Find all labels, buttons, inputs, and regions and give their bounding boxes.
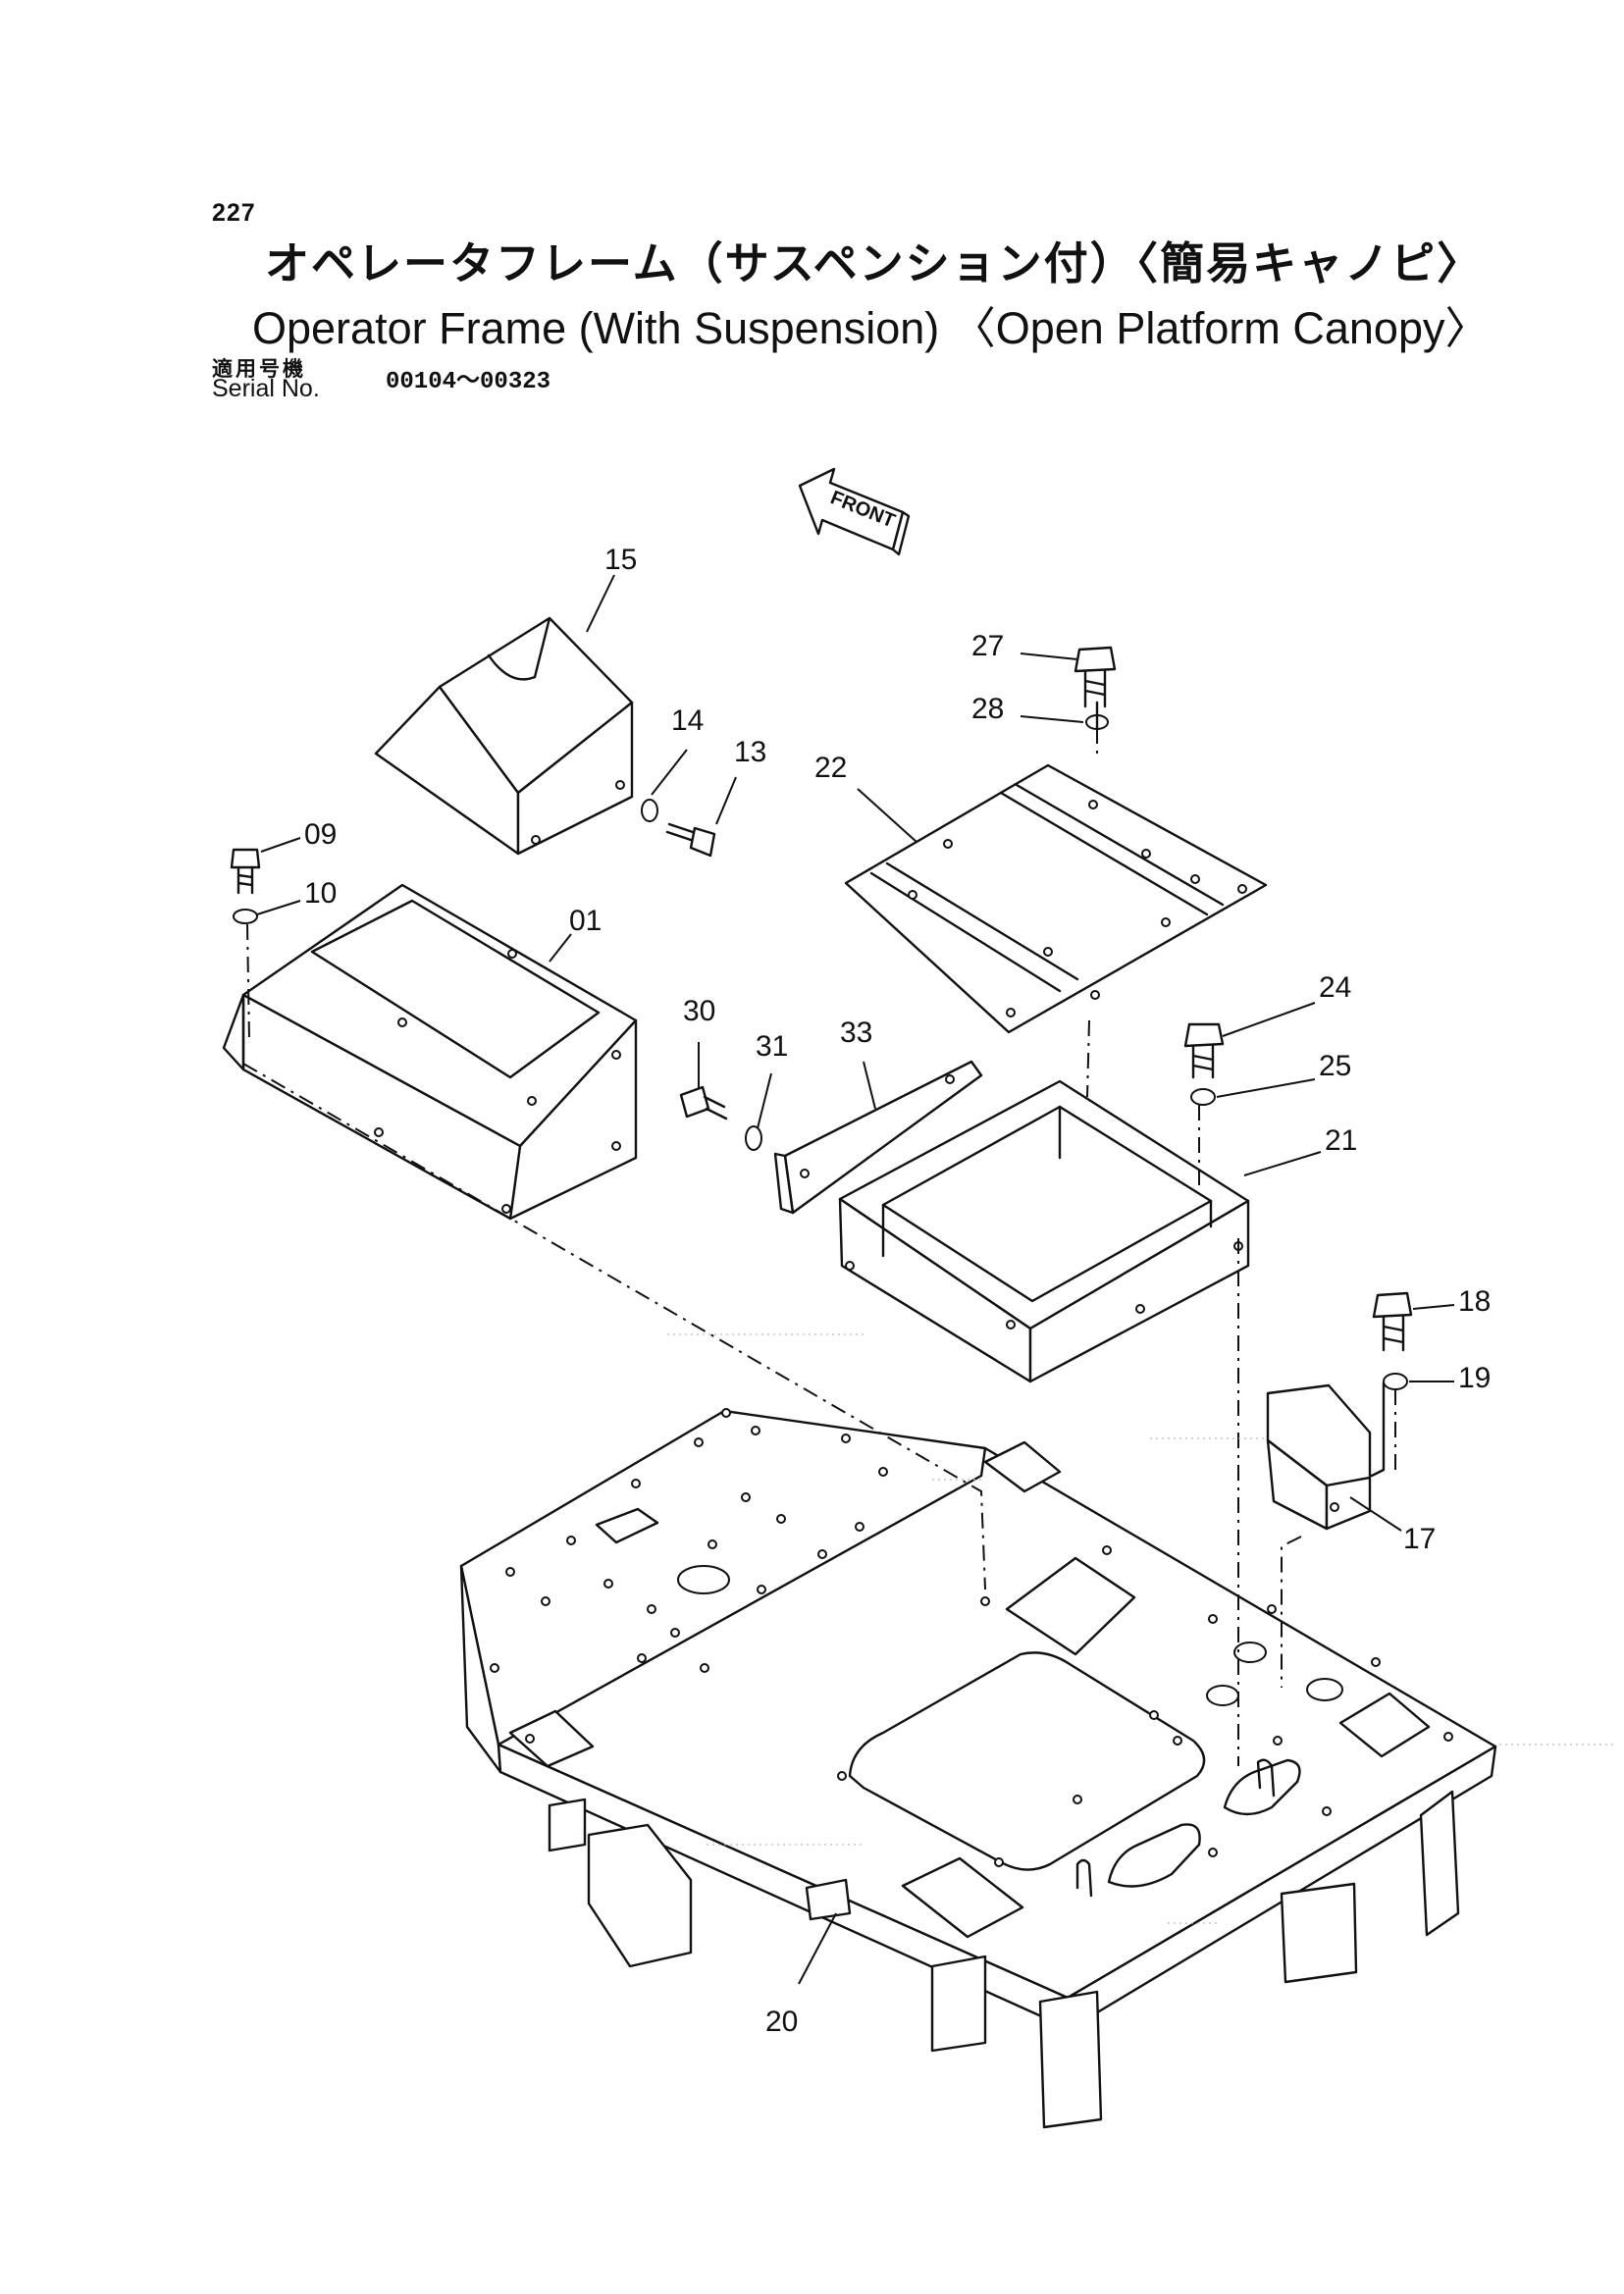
page-title-japanese: オペレータフレーム（サスペンション付）〈簡易キャノピ〉 <box>265 237 1484 289</box>
alignment-lines <box>242 701 1396 1766</box>
callout-19: 19 <box>1458 1362 1491 1394</box>
part-09-bolt <box>230 848 261 895</box>
callout-18: 18 <box>1458 1285 1491 1318</box>
page-header: 227 オペレータフレーム（サスペンション付）〈簡易キャノピ〉 Operator… <box>0 0 1624 402</box>
main-operator-frame <box>459 1408 1497 2129</box>
part-19-washer <box>1383 1373 1408 1390</box>
part-27-bolt <box>1074 646 1117 708</box>
part-31-washer <box>745 1125 762 1151</box>
callout-leader-lines <box>256 574 1455 1985</box>
callout-14: 14 <box>671 704 704 737</box>
part-18-bolt <box>1372 1291 1413 1352</box>
serial-label-japanese: 適用号機 <box>212 357 306 381</box>
part-22-plate <box>844 763 1268 1034</box>
faint-reference-lines <box>667 1333 1617 1924</box>
callout-10: 10 <box>304 877 337 910</box>
part-24-bolt <box>1183 1022 1225 1079</box>
callout-25: 25 <box>1319 1050 1351 1082</box>
callout-01: 01 <box>569 905 602 937</box>
callout-31: 31 <box>756 1030 788 1063</box>
part-01-box-cover <box>222 883 638 1221</box>
serial-label-english: Serial No. <box>212 375 320 402</box>
part-25-washer <box>1190 1088 1216 1106</box>
part-21-frame <box>838 1079 1250 1383</box>
callout-13: 13 <box>734 736 766 768</box>
callout-20: 20 <box>765 2006 798 2038</box>
callout-labels: 15 14 13 09 10 01 22 27 28 30 31 33 24 2… <box>304 544 1491 2038</box>
part-13-bolt <box>665 822 716 858</box>
callout-24: 24 <box>1319 971 1351 1004</box>
page-title-english: Operator Frame (With Suspension) 〈Open P… <box>252 303 1490 353</box>
part-15-cover <box>374 616 634 856</box>
part-14-washer <box>641 799 658 822</box>
part-17-bracket <box>1266 1383 1372 1531</box>
callout-21: 21 <box>1325 1124 1357 1157</box>
callout-33: 33 <box>840 1017 872 1049</box>
callout-17: 17 <box>1403 1523 1436 1555</box>
callout-15: 15 <box>604 544 637 576</box>
front-direction-arrow: FRONT <box>798 467 911 556</box>
part-30-bolt <box>679 1085 728 1121</box>
serial-range: 00104～00323 <box>386 369 551 395</box>
part-33-bracket <box>773 1060 983 1215</box>
callout-28: 28 <box>971 693 1004 725</box>
part-10-washer <box>233 909 258 924</box>
callout-09: 09 <box>304 818 337 851</box>
page-number: 227 <box>212 199 256 227</box>
callout-30: 30 <box>683 995 715 1027</box>
callout-22: 22 <box>814 752 847 784</box>
callout-27: 27 <box>971 630 1004 662</box>
